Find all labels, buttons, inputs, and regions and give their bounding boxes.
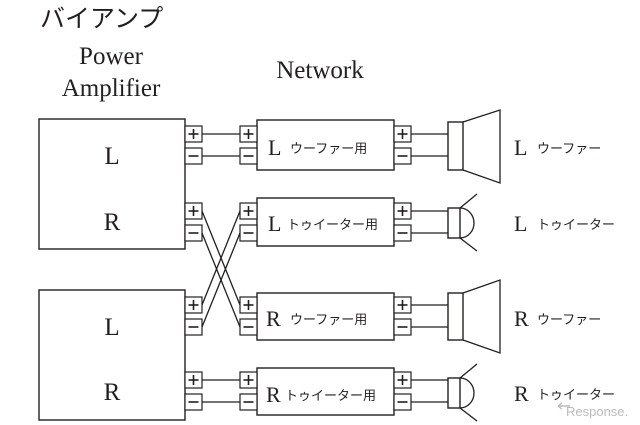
network-r-tweeter: R トゥイーター用: [256, 367, 395, 416]
amp-channel-label: L: [104, 143, 119, 170]
speaker-r-tweeter: R トゥイーター: [447, 363, 615, 422]
diagram-title: バイアンプ: [40, 4, 163, 33]
network-in-1-terminal-plus: [239, 202, 258, 220]
network-channel: R: [266, 382, 281, 407]
network-label: ウーファー用: [290, 142, 367, 157]
amp-channel-label: R: [104, 379, 121, 406]
network-box: [256, 119, 395, 171]
network-label: トゥイーター用: [287, 218, 378, 233]
tweeter-icon: [447, 363, 478, 422]
network-in-3-terminal-plus: [239, 371, 258, 389]
network-r-woofer: R ウーファー用: [256, 292, 395, 341]
network-out-3-terminal-minus: [393, 393, 412, 411]
amp-channel-label: L: [104, 314, 119, 341]
network-l-woofer: L ウーファー用: [256, 119, 395, 171]
amplifier-2: L R: [38, 289, 186, 421]
tweeter-icon: [447, 193, 478, 252]
network-label: ウーファー用: [290, 313, 367, 328]
network-in-1-terminal-minus: [239, 224, 258, 242]
network-in-0-terminal-plus: [239, 125, 258, 143]
amp-out-1-terminal-minus: [184, 224, 203, 242]
amp-channel-label: R: [104, 209, 121, 236]
amp-to-network-crossed-wire: [201, 210, 241, 306]
watermark: Response.: [557, 402, 628, 419]
network-out-0-terminal-plus: [393, 125, 412, 143]
network-in-2-terminal-plus: [239, 296, 258, 314]
terminals: [184, 125, 412, 411]
amplifier-box: [38, 118, 186, 250]
speaker-label: トゥイーター: [537, 218, 615, 233]
amp-out-2-terminal-minus: [184, 318, 203, 336]
speaker-label: ウーファー: [537, 313, 601, 328]
speaker-channel: L: [514, 211, 527, 236]
network-in-0-terminal-minus: [239, 147, 258, 165]
speaker-r-woofer: R ウーファー: [447, 279, 601, 354]
woofer-icon: [447, 109, 501, 184]
speaker-label: トゥイーター: [537, 388, 615, 403]
network-out-1-terminal-plus: [393, 202, 412, 220]
network-channel: L: [268, 135, 281, 160]
network-out-0-terminal-minus: [393, 147, 412, 165]
amp-out-0-terminal-plus: [184, 125, 203, 143]
speaker-l-woofer: L ウーファー: [447, 109, 601, 184]
speaker-label: ウーファー: [537, 142, 601, 157]
network-out-2-terminal-plus: [393, 296, 412, 314]
network-channel: L: [268, 211, 281, 236]
network-l-tweeter: L トゥイーター用: [256, 197, 395, 247]
network-label: トゥイーター用: [285, 389, 376, 404]
speaker-channel: R: [514, 306, 529, 331]
amplifier-1: L R: [38, 118, 186, 250]
network-box: [256, 367, 395, 416]
amp-out-2-terminal-plus: [184, 296, 203, 314]
amp-out-1-terminal-plus: [184, 202, 203, 220]
amplifier-box: [38, 289, 186, 421]
watermark-arrow-icon: [557, 402, 570, 410]
network-in-3-terminal-minus: [239, 393, 258, 411]
amp-out-3-terminal-plus: [184, 371, 203, 389]
network-boxes: L ウーファー用 L トゥイーター用 R ウーファー用 R トゥイーター用: [256, 119, 395, 416]
network-channel: R: [266, 306, 281, 331]
speaker-channel: R: [514, 381, 529, 406]
power-amplifier-heading-line1: Power: [79, 43, 144, 70]
woofer-icon: [447, 279, 501, 354]
amp-out-0-terminal-minus: [184, 147, 203, 165]
speaker-channel: L: [514, 135, 527, 160]
wires: [201, 133, 448, 403]
power-amplifier-heading-line2: Amplifier: [62, 75, 161, 102]
network-box: [256, 292, 395, 341]
watermark-text: Response.: [566, 404, 628, 419]
network-out-1-terminal-minus: [393, 224, 412, 242]
amp-out-3-terminal-minus: [184, 393, 203, 411]
amp-to-network-crossed-wire: [201, 232, 241, 328]
network-box: [256, 197, 395, 247]
network-out-3-terminal-plus: [393, 371, 412, 389]
speaker-l-tweeter: L トゥイーター: [447, 193, 615, 252]
network-in-2-terminal-minus: [239, 318, 258, 336]
network-out-2-terminal-minus: [393, 318, 412, 336]
network-heading: Network: [276, 57, 364, 84]
